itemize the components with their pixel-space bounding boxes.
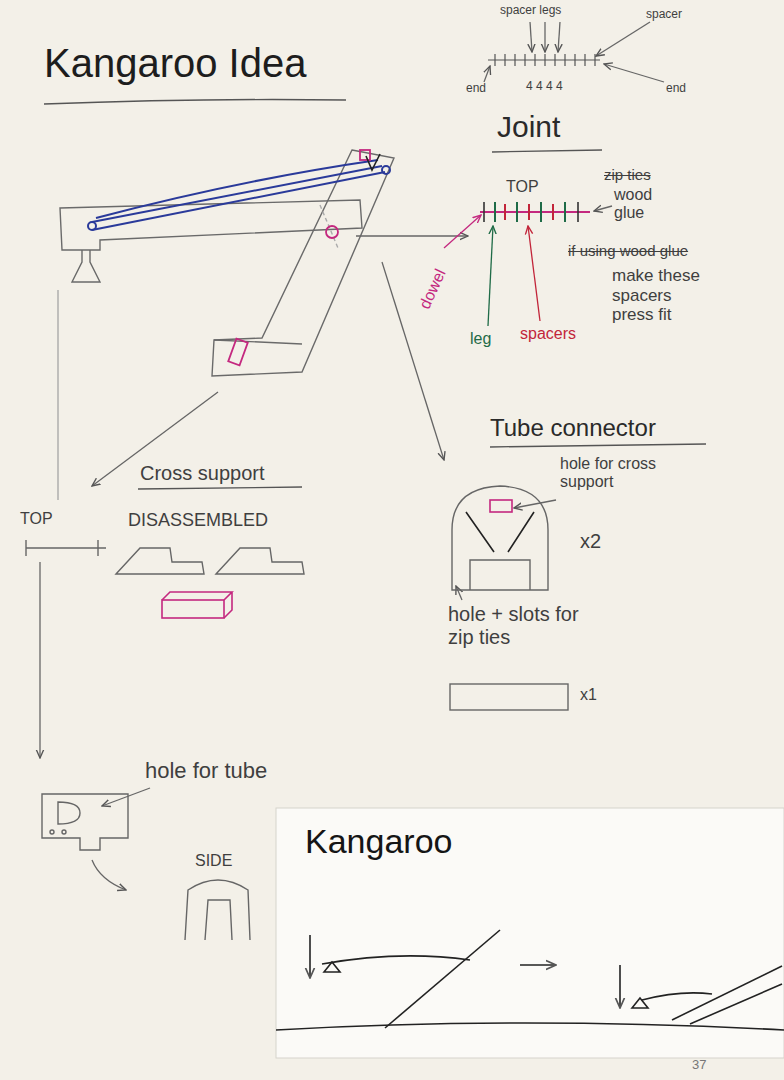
leader-arrow: [456, 586, 462, 600]
part-name: leg: [470, 330, 491, 348]
cross-support-mark: [228, 339, 247, 366]
cross-support-hole: [490, 500, 512, 512]
ground-line: [276, 1023, 784, 1030]
title-underline: [44, 100, 346, 105]
part-name: spacers: [520, 325, 576, 343]
note: spacer: [646, 8, 682, 22]
spacer-ticks: [495, 54, 595, 66]
leg-tick: [495, 202, 565, 222]
leader-arrow: [356, 235, 468, 236]
leader-arrow: [444, 215, 481, 248]
section-heading: Joint: [497, 110, 560, 145]
tube-hole: [326, 226, 338, 238]
cross-support-part: [116, 548, 204, 574]
leader-arrow: [544, 22, 545, 52]
heading-underline: [490, 444, 706, 447]
quantity: x2: [580, 530, 601, 553]
side-view: [205, 900, 232, 940]
section-heading: Cross support: [140, 462, 265, 485]
note: 4 4 4 4: [526, 80, 563, 94]
cross-support-part: [216, 548, 304, 574]
leader-arrow: [594, 206, 612, 211]
lamp-shade: [72, 250, 100, 282]
rod-end: [382, 166, 390, 174]
quantity: x1: [580, 686, 597, 704]
hole-dot: [50, 830, 54, 834]
motion-arrow: [520, 964, 556, 966]
note: if using wood glue: [568, 242, 688, 259]
joint-mark: [360, 150, 370, 160]
note: end: [466, 82, 486, 96]
note: end: [666, 82, 686, 96]
heading-underline: [138, 487, 302, 489]
leader-arrow: [530, 22, 532, 52]
note: spacer legs: [500, 4, 561, 18]
page-number: 37: [692, 1058, 706, 1073]
connector-notch: [470, 560, 530, 590]
note: wood glue: [614, 186, 676, 223]
spacer-tick: [505, 204, 553, 220]
side-view: [185, 880, 250, 940]
leader-arrow: [39, 562, 40, 758]
tension-rod: [92, 166, 382, 222]
leader-arrow: [558, 22, 560, 52]
view-label: SIDE: [195, 852, 232, 870]
force-arrow: [619, 965, 621, 1008]
tube-hole: [58, 802, 80, 824]
leader-arrow: [604, 64, 664, 82]
section-heading: Tube connector: [490, 414, 656, 442]
tension-rod: [92, 172, 385, 230]
cross-block: [162, 592, 232, 618]
leg-line: [385, 930, 500, 1028]
leg-line: [690, 984, 782, 1024]
cross-block: [162, 600, 224, 618]
end-tick: [484, 202, 578, 222]
hinge-line: [320, 205, 338, 248]
inset-title: Kangaroo: [305, 822, 452, 861]
faint-guide-line: [57, 290, 58, 500]
leader-arrow: [92, 860, 126, 890]
leader-arrow: [102, 788, 150, 806]
inset-photo: [276, 808, 784, 1058]
cross-support-top: [26, 540, 106, 556]
foot-line: [214, 340, 302, 344]
note: zip ties: [604, 166, 651, 183]
zip-tie-slot: [466, 512, 534, 552]
leader-arrow: [528, 226, 540, 321]
note: hole + slots for zip ties: [448, 603, 598, 649]
dowel-line: [480, 211, 590, 213]
hole-dot: [62, 830, 66, 834]
note: make these spacers press fit: [612, 266, 716, 325]
force-arrow: [309, 935, 311, 978]
note: hole for cross support: [560, 455, 710, 492]
leader-arrow: [514, 500, 556, 508]
rod-end: [88, 222, 96, 230]
connector-bar: [450, 684, 568, 710]
note: hole for tube: [145, 758, 267, 783]
tube-connector: [452, 486, 548, 590]
leg-line: [672, 966, 782, 1020]
view-label: TOP: [20, 510, 53, 528]
page-title: Kangaroo Idea: [44, 40, 306, 86]
leader-arrow: [596, 22, 650, 56]
leader-arrow: [488, 226, 493, 326]
arm-line: [642, 993, 712, 1000]
part-name: dowel: [416, 266, 450, 312]
heading-underline: [492, 150, 602, 152]
view-label: TOP: [506, 178, 539, 196]
arm-line: [322, 956, 470, 964]
tension-rod: [96, 160, 378, 218]
view-label: DISASSEMBLED: [128, 510, 268, 531]
leader-arrow: [484, 66, 490, 82]
joint-v: [366, 154, 380, 170]
support-piece: [42, 794, 128, 850]
